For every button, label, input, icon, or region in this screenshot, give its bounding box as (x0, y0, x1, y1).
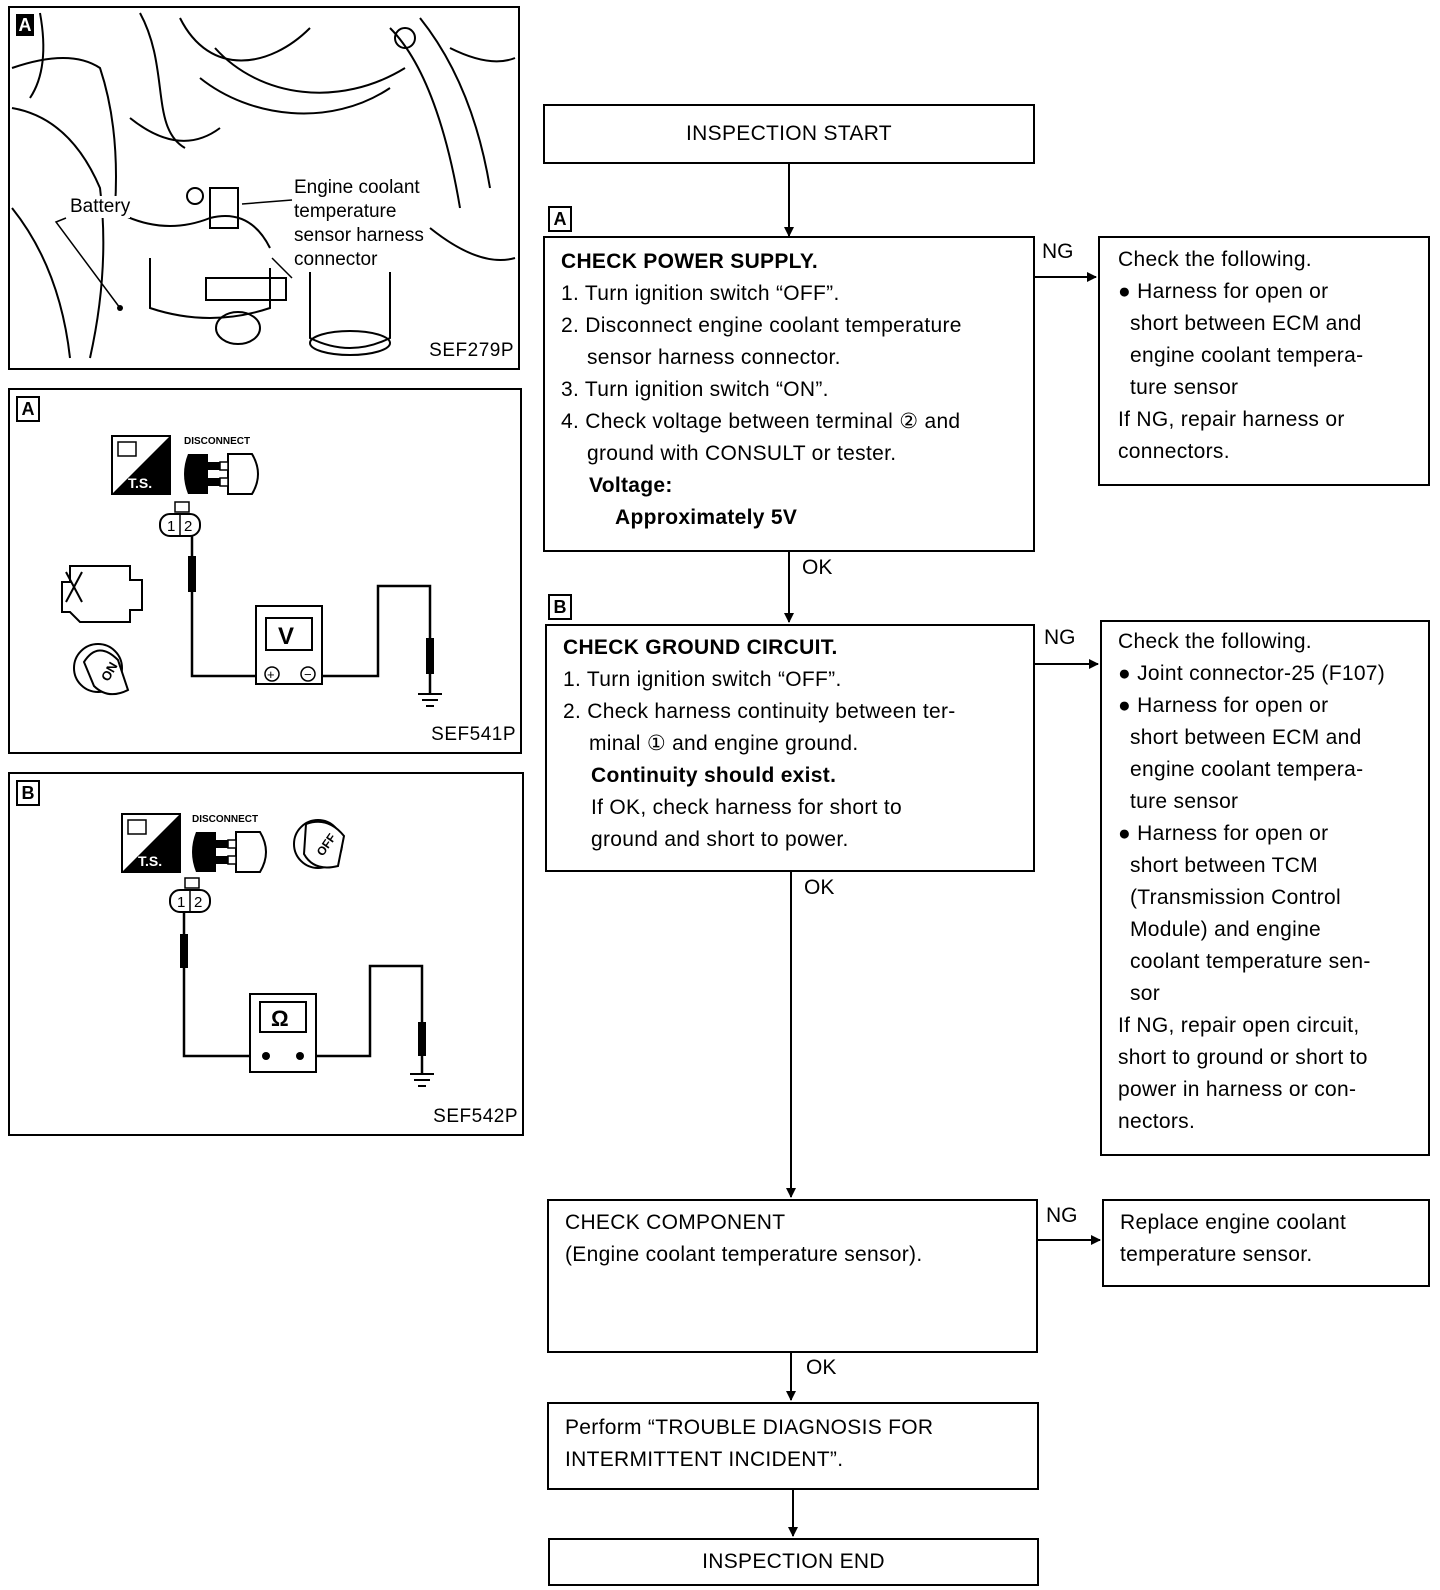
svg-text:T.S.: T.S. (138, 853, 162, 869)
power-supply-ng-box: Check the following. ● Harness for open … (1098, 236, 1430, 486)
spec-label: Continuity should exist. (591, 764, 837, 787)
check-component-box: CHECK COMPONENT (Engine coolant temperat… (547, 1199, 1038, 1353)
battery-label: Battery (70, 196, 131, 218)
spec-value: Approximately 5V (615, 506, 798, 529)
replace-sensor-box: Replace engine coolant temperature senso… (1102, 1199, 1430, 1287)
disconnect-connector-icon (184, 453, 259, 495)
ok-label: OK (804, 876, 835, 899)
check-power-supply-box: CHECK POWER SUPPLY. 1. Turn ignition swi… (543, 236, 1035, 552)
svg-text:2: 2 (184, 518, 192, 535)
continuity-circuit-diagram: T.S. DISCONNECT OFF 1 2 (121, 813, 434, 1087)
figure-tag-b: B (16, 780, 40, 806)
svg-text:Ω: Ω (271, 1006, 289, 1031)
disconnect-connector-icon (192, 831, 267, 873)
ignition-key-icon: OFF (293, 819, 346, 869)
step-tag-b: B (548, 594, 572, 620)
ng-label: NG (1042, 240, 1074, 263)
voltage-check-figure: A T.S. DISCONNECT 1 2 (8, 388, 522, 754)
inspection-start-box: INSPECTION START (543, 104, 1035, 164)
svg-text:V: V (278, 623, 294, 650)
engine-photo-illustration (11, 12, 516, 359)
inspection-end-box: INSPECTION END (548, 1538, 1039, 1586)
figure-code: SEF541P (431, 724, 516, 745)
figure-tag-a: A (16, 396, 40, 422)
ng-label: NG (1044, 626, 1076, 649)
ground-circuit-ng-box: Check the following. ● Joint connector-2… (1100, 620, 1430, 1156)
voltmeter-icon: V + − (255, 605, 323, 685)
trouble-diagnosis-box: Perform “TROUBLE DIAGNOSIS FOR INTERMITT… (547, 1402, 1039, 1490)
step-tag-a: A (548, 206, 572, 232)
terminal-connector: 1 2 (159, 501, 201, 537)
engine-photo-figure: A Battery Engine coolant temperature sen… (8, 6, 520, 370)
svg-text:T.S.: T.S. (128, 475, 152, 491)
figure-tag-a: A (16, 14, 34, 36)
continuity-check-figure: B T.S. DISCONNECT OFF 1 2 (8, 772, 524, 1136)
ignition-key-icon: ON (73, 643, 130, 696)
sensor-connector-label: Engine coolant temperature sensor harnes… (294, 176, 424, 272)
terminal-connector: 1 2 (169, 877, 211, 913)
ts-icon: T.S. (111, 435, 171, 495)
ng-label: NG (1046, 1204, 1078, 1227)
check-ground-circuit-box: CHECK GROUND CIRCUIT. 1. Turn ignition s… (545, 624, 1035, 872)
svg-text:1: 1 (167, 518, 175, 535)
svg-text:DISCONNECT: DISCONNECT (184, 436, 250, 447)
svg-text:DISCONNECT: DISCONNECT (192, 814, 258, 825)
step-title: CHECK POWER SUPPLY. (561, 250, 818, 273)
svg-text:+: + (267, 667, 275, 682)
svg-text:2: 2 (194, 894, 202, 911)
figure-code: SEF542P (433, 1106, 518, 1127)
svg-text:−: − (304, 667, 312, 682)
svg-text:1: 1 (177, 894, 185, 911)
ok-label: OK (806, 1356, 837, 1379)
step-title: CHECK GROUND CIRCUIT. (563, 636, 838, 659)
ohmmeter-icon: Ω (249, 993, 317, 1073)
spec-label: Voltage: (589, 474, 673, 497)
figure-code: SEF279P (429, 340, 514, 361)
ok-label: OK (802, 556, 833, 579)
voltage-circuit-diagram: T.S. DISCONNECT 1 2 (61, 435, 442, 707)
engine-icon (61, 565, 143, 623)
ts-icon: T.S. (121, 813, 181, 873)
